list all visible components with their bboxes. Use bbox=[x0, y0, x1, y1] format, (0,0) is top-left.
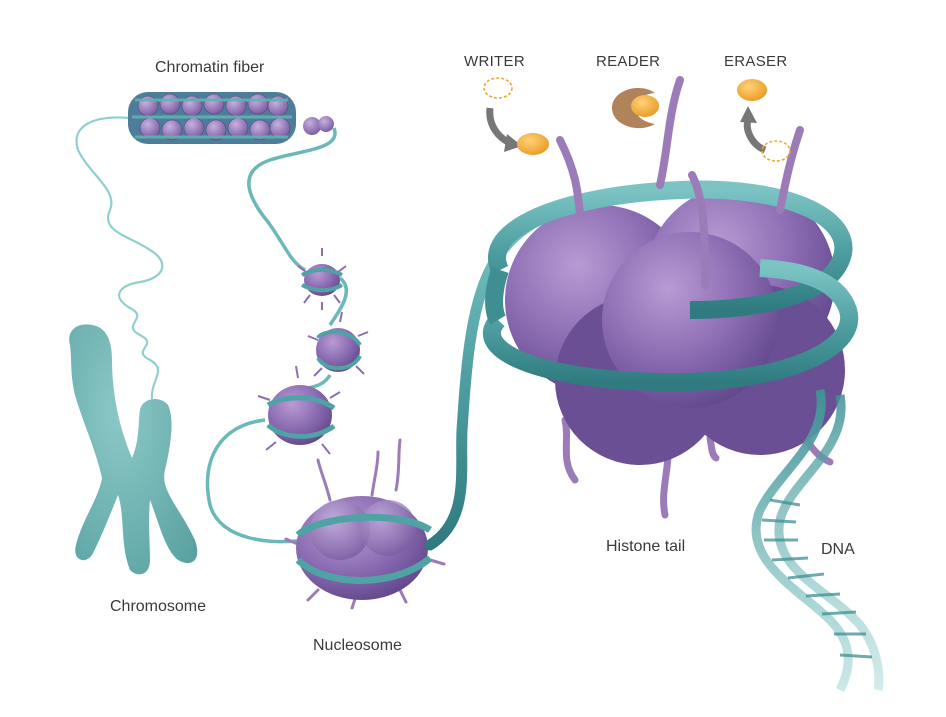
dna-double-helix bbox=[751, 389, 884, 693]
dna-strand-thin bbox=[75, 116, 164, 401]
nucleosome-small-3 bbox=[257, 365, 341, 455]
label-reader: READER bbox=[596, 53, 661, 70]
nucleosome-small-1 bbox=[297, 248, 347, 310]
chromatin-fiber bbox=[128, 92, 334, 144]
label-dna: DNA bbox=[821, 541, 855, 558]
eraser-icon bbox=[737, 79, 791, 162]
chromosome bbox=[69, 324, 198, 575]
writer-icon bbox=[483, 77, 549, 155]
reader-icon bbox=[612, 87, 659, 129]
label-writer: WRITER bbox=[464, 53, 525, 70]
nucleosome-large bbox=[483, 76, 859, 519]
label-nucleosome: Nucleosome bbox=[313, 637, 402, 654]
label-chromosome: Chromosome bbox=[110, 598, 207, 615]
nucleosome-medium bbox=[284, 438, 446, 610]
label-histone-tail: Histone tail bbox=[606, 538, 686, 555]
label-eraser: ERASER bbox=[724, 53, 788, 70]
nucleosome-small-2 bbox=[307, 311, 369, 377]
label-chromatin-fiber: Chromatin fiber bbox=[155, 59, 265, 76]
